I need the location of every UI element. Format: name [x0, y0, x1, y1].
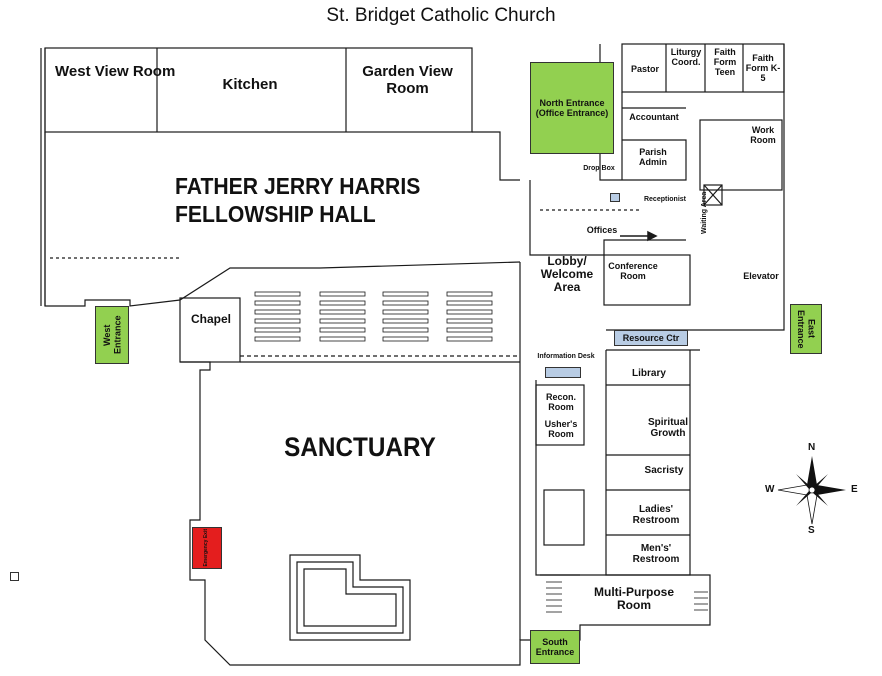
east-entrance-label: East Entrance: [796, 309, 817, 349]
room-pastor: Pastor: [630, 64, 659, 74]
label-waiting-area: Waiting Area: [701, 191, 708, 234]
room-sacristy: Sacristy: [644, 465, 684, 476]
room-faith-k5: Faith Form K-5: [745, 53, 781, 83]
information-desk-marker: [545, 367, 581, 378]
room-work-room: Work Room: [750, 125, 776, 145]
label-drop-box: Drop Box: [583, 165, 615, 172]
room-conference: Conference Room: [608, 261, 658, 281]
pews: [254, 291, 493, 342]
room-library: Library: [632, 368, 666, 379]
margin-box: [10, 572, 19, 581]
room-fellowship-hall-line2: FELLOWSHIP HALL: [175, 201, 376, 227]
room-receptionist: Receptionist: [643, 196, 686, 203]
room-fellowship-hall-line1: FATHER JERRY HARRIS: [175, 173, 421, 199]
label-offices: Offices: [586, 225, 618, 235]
room-resource-center: Resource Ctr: [614, 330, 688, 346]
altar-platform: [289, 554, 411, 641]
room-multi-purpose: Multi-Purpose Room: [594, 585, 674, 613]
room-spiritual-growth: Spiritual Growth: [647, 417, 688, 439]
room-lobby: Lobby/ Welcome Area: [540, 254, 594, 295]
west-entrance: West Entrance: [95, 306, 129, 364]
room-recon: Recon. Room: [545, 392, 576, 412]
recon-wall: [535, 384, 585, 446]
compass-n: N: [808, 442, 816, 453]
map-title: St. Bridget Catholic Church: [326, 5, 556, 26]
chapel-wall: [179, 297, 241, 363]
east-entrance: East Entrance: [790, 304, 822, 354]
room-chapel: Chapel: [190, 312, 231, 326]
room-usher: Usher's Room: [544, 419, 578, 439]
room-liturgy: Liturgy Coord.: [670, 47, 702, 67]
room-faith-teen: Faith Form Teen: [713, 47, 737, 77]
south-entrance: South Entrance: [530, 630, 580, 664]
room-accountant: Accountant: [629, 112, 679, 122]
compass-w: W: [765, 484, 775, 495]
drop-box-marker: [610, 193, 620, 202]
room-parish-admin: Parish Admin: [639, 147, 667, 167]
room-sanctuary: SANCTUARY: [284, 432, 436, 462]
label-information-desk: Information Desk: [537, 353, 595, 360]
conference-wall: [603, 254, 691, 306]
room-west-view: West View Room: [55, 63, 176, 80]
room-mens-restroom: Men's' Restroom: [632, 543, 680, 565]
north-entrance: North Entrance (Office Entrance): [530, 62, 614, 154]
compass-rose: [777, 456, 846, 525]
room-garden-view: Garden View Room: [362, 63, 453, 97]
west-entrance-label: West Entrance: [101, 315, 122, 355]
compass-e: E: [851, 484, 858, 495]
emergency-exit: Emergency Exit: [192, 527, 222, 569]
compass-s: S: [808, 525, 815, 536]
room-ladies-restroom: Ladies' Restroom: [632, 504, 680, 526]
room-elevator: Elevator: [743, 271, 779, 281]
emergency-exit-label: Emergency Exit: [203, 529, 210, 567]
room-kitchen: Kitchen: [222, 76, 278, 93]
